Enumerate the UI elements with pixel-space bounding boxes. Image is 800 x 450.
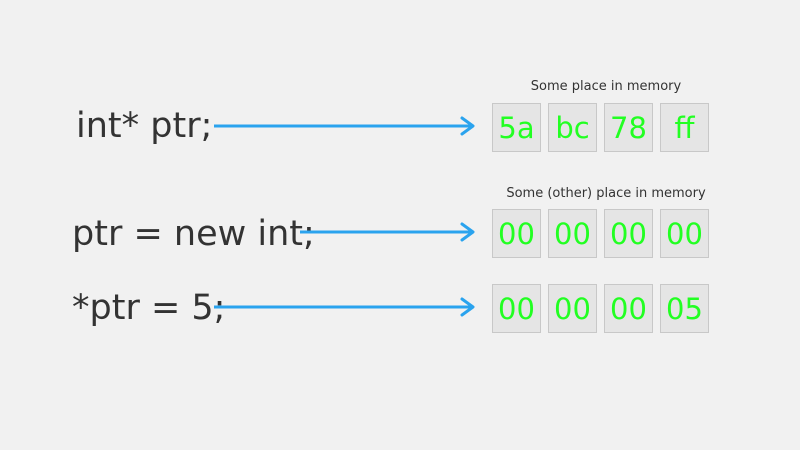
memory-byte: 00: [492, 284, 541, 333]
memory-caption: Some (other) place in memory: [506, 186, 706, 201]
memory-byte: 00: [660, 209, 709, 258]
memory-byte: bc: [548, 103, 597, 152]
memory-byte: 00: [604, 284, 653, 333]
arrow-right-icon: [214, 116, 476, 136]
memory-caption: Some place in memory: [530, 79, 682, 94]
memory-byte: 00: [492, 209, 541, 258]
memory-byte: ff: [660, 103, 709, 152]
memory-byte: 00: [548, 284, 597, 333]
memory-byte: 05: [660, 284, 709, 333]
arrow-right-icon: [214, 297, 476, 317]
memory-byte: 00: [548, 209, 597, 258]
memory-bytes: 00 00 00 00: [492, 209, 709, 258]
memory-byte: 00: [604, 209, 653, 258]
code-declare-pointer: int* ptr;: [76, 106, 213, 146]
memory-bytes: 5a bc 78 ff: [492, 103, 709, 152]
code-assign-value: *ptr = 5;: [72, 288, 226, 328]
memory-byte: 78: [604, 103, 653, 152]
code-allocate-int: ptr = new int;: [72, 214, 315, 254]
memory-bytes: 00 00 00 05: [492, 284, 709, 333]
arrow-right-icon: [300, 222, 476, 242]
memory-byte: 5a: [492, 103, 541, 152]
